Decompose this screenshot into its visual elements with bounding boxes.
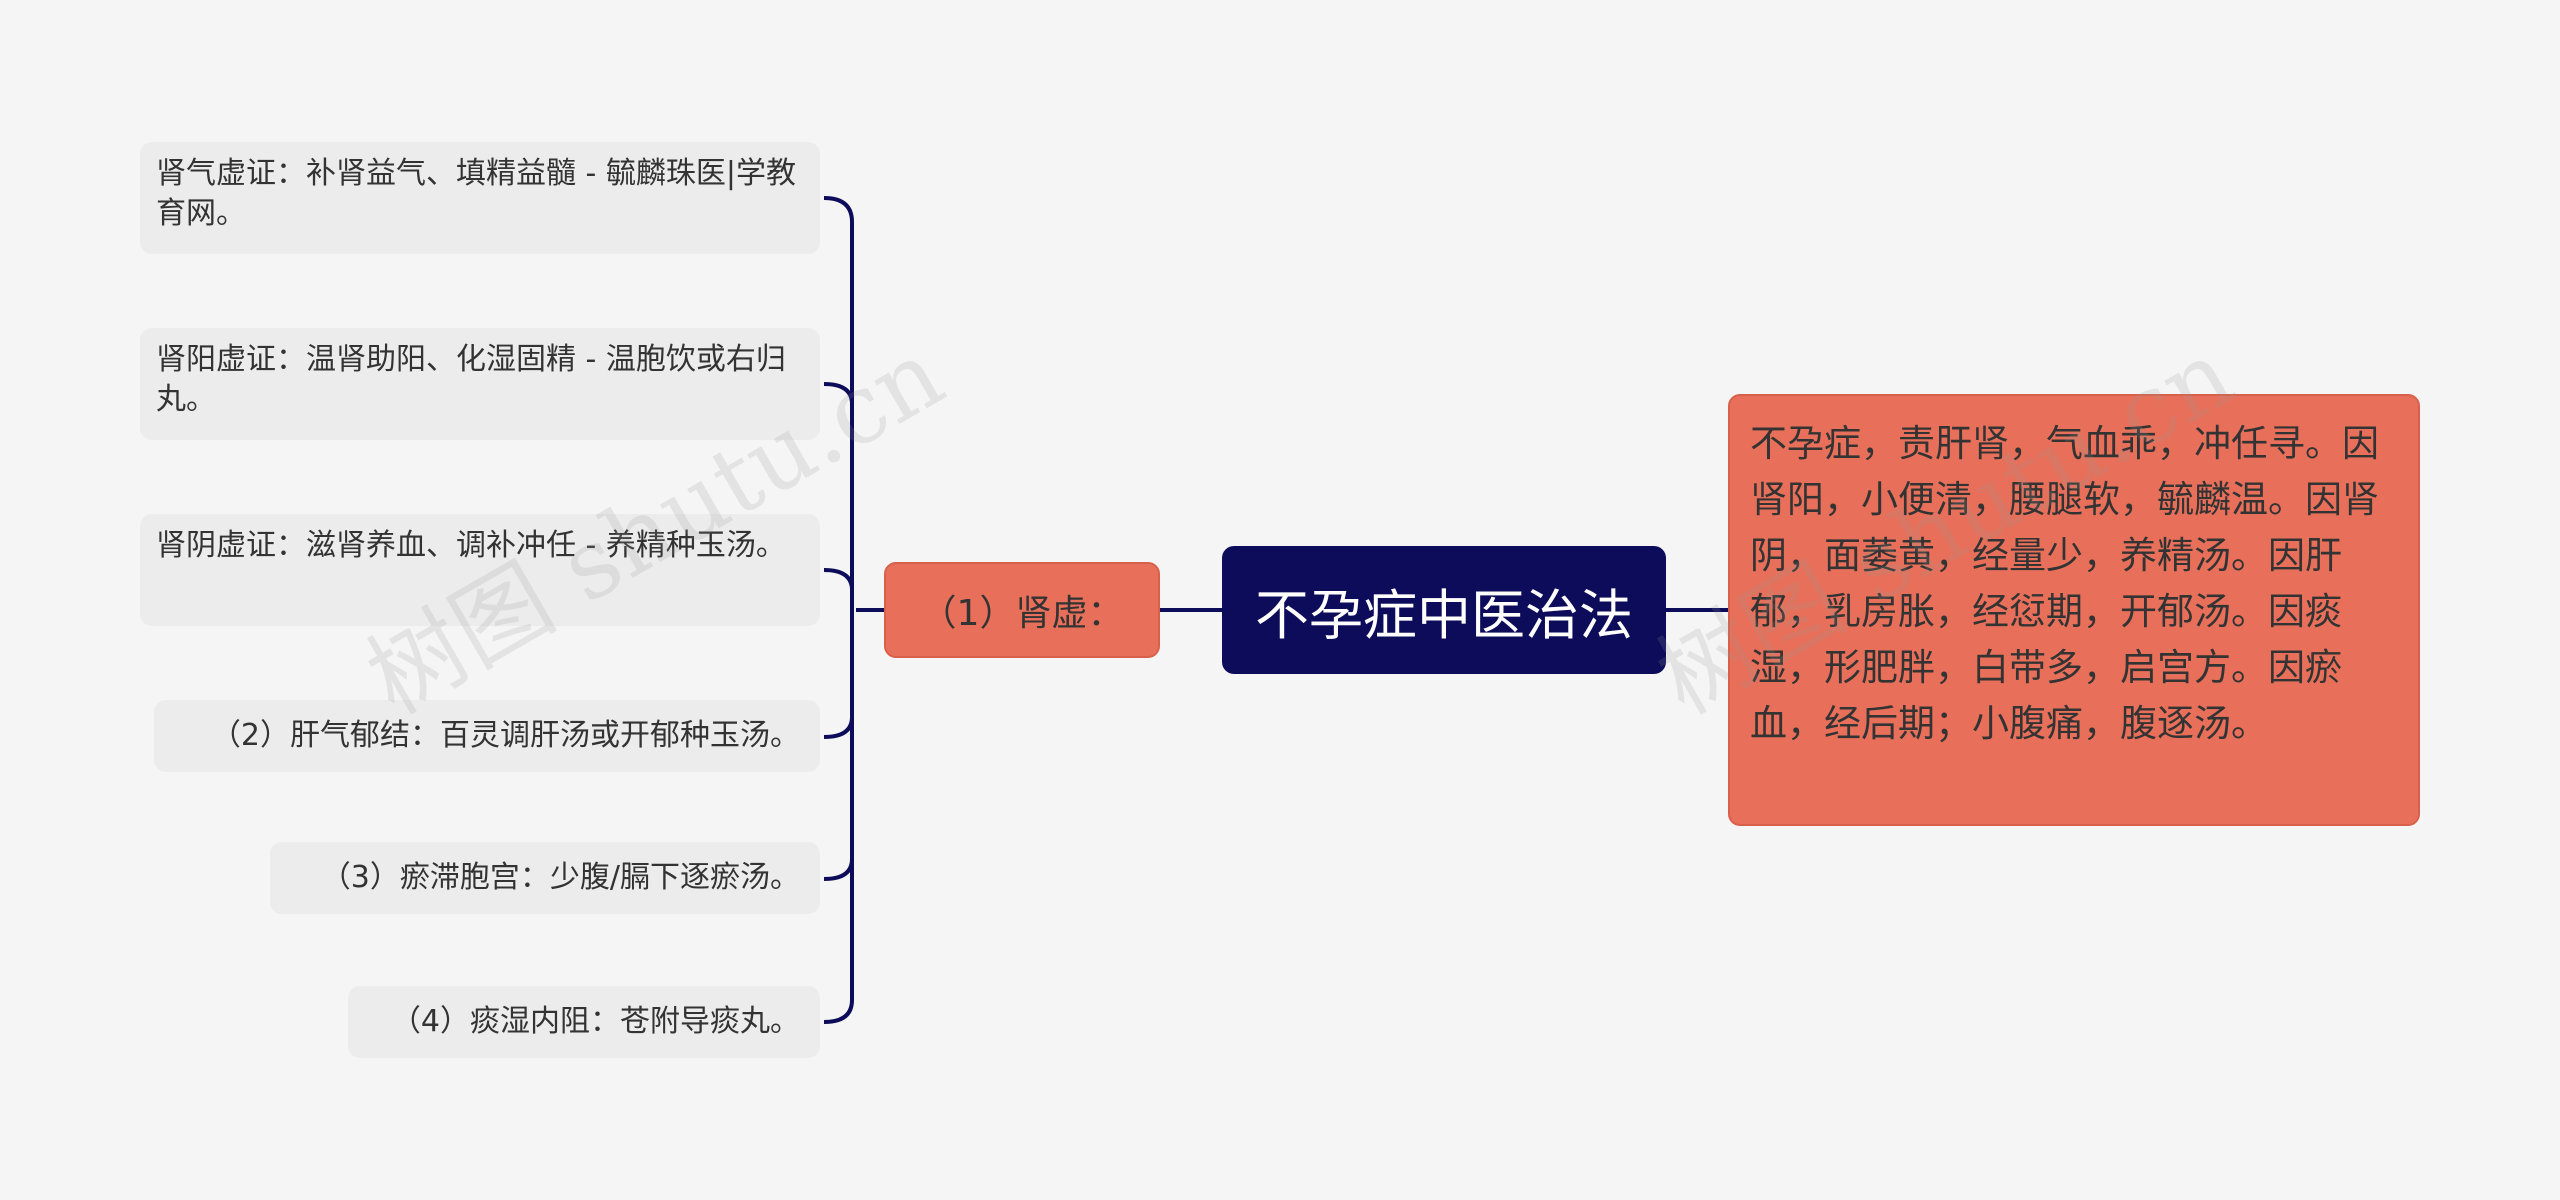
leaf-phlegm-text: （4）痰湿内阻：苍附导痰丸。 (390, 1004, 800, 1039)
leaf-stasis[interactable]: （3）瘀滞胞宫：少腹/膈下逐瘀汤。 (270, 842, 820, 914)
leaf-kidney-yin[interactable]: 肾阴虚证：滋肾养血、调补冲任 - 养精种玉汤。 (140, 514, 820, 626)
mnemonic-note[interactable]: 不孕症，责肝肾，气血乖，冲任寻。因肾阳，小便清，腰腿软，毓麟温。因肾阴，面萎黄，… (1728, 394, 2420, 826)
leaf-kidney-yang-text: 肾阳虚证：温肾助阳、化湿固精 - 温胞饮或右归丸。 (156, 342, 786, 417)
leaf-stasis-text: （3）瘀滞胞宫：少腹/膈下逐瘀汤。 (320, 860, 800, 895)
leaf-phlegm[interactable]: （4）痰湿内阻：苍附导痰丸。 (348, 986, 820, 1058)
leaf-liver-text: （2）肝气郁结：百灵调肝汤或开郁种玉汤。 (210, 718, 800, 753)
connector-leaf-5 (823, 858, 854, 881)
connector-leaf-4 (823, 716, 854, 739)
leaf-kidney-yin-text: 肾阴虚证：滋肾养血、调补冲任 - 养精种玉汤。 (156, 528, 786, 563)
leaf-kidney-qi-text: 肾气虚证：补肾益气、填精益髓 - 毓麟珠医|学教育网。 (156, 156, 797, 231)
connector-leaf-2 (823, 382, 854, 405)
mnemonic-note-text: 不孕症，责肝肾，气血乖，冲任寻。因肾阳，小便清，腰腿软，毓麟温。因肾阴，面萎黄，… (1750, 422, 2379, 745)
branch-kidney-deficiency[interactable]: （1）肾虚： (884, 562, 1160, 658)
leaf-kidney-yang[interactable]: 肾阳虚证：温肾助阳、化湿固精 - 温胞饮或右归丸。 (140, 328, 820, 440)
root-topic[interactable]: 不孕症中医治法 (1222, 546, 1666, 674)
bracket-spine (823, 196, 854, 1024)
connector-leaf-3 (823, 568, 854, 591)
root-topic-label: 不孕症中医治法 (1255, 583, 1633, 647)
leaf-kidney-qi[interactable]: 肾气虚证：补肾益气、填精益髓 - 毓麟珠医|学教育网。 (140, 142, 820, 254)
branch-kidney-deficiency-label: （1）肾虚： (920, 593, 1124, 634)
leaf-liver[interactable]: （2）肝气郁结：百灵调肝汤或开郁种玉汤。 (154, 700, 820, 772)
